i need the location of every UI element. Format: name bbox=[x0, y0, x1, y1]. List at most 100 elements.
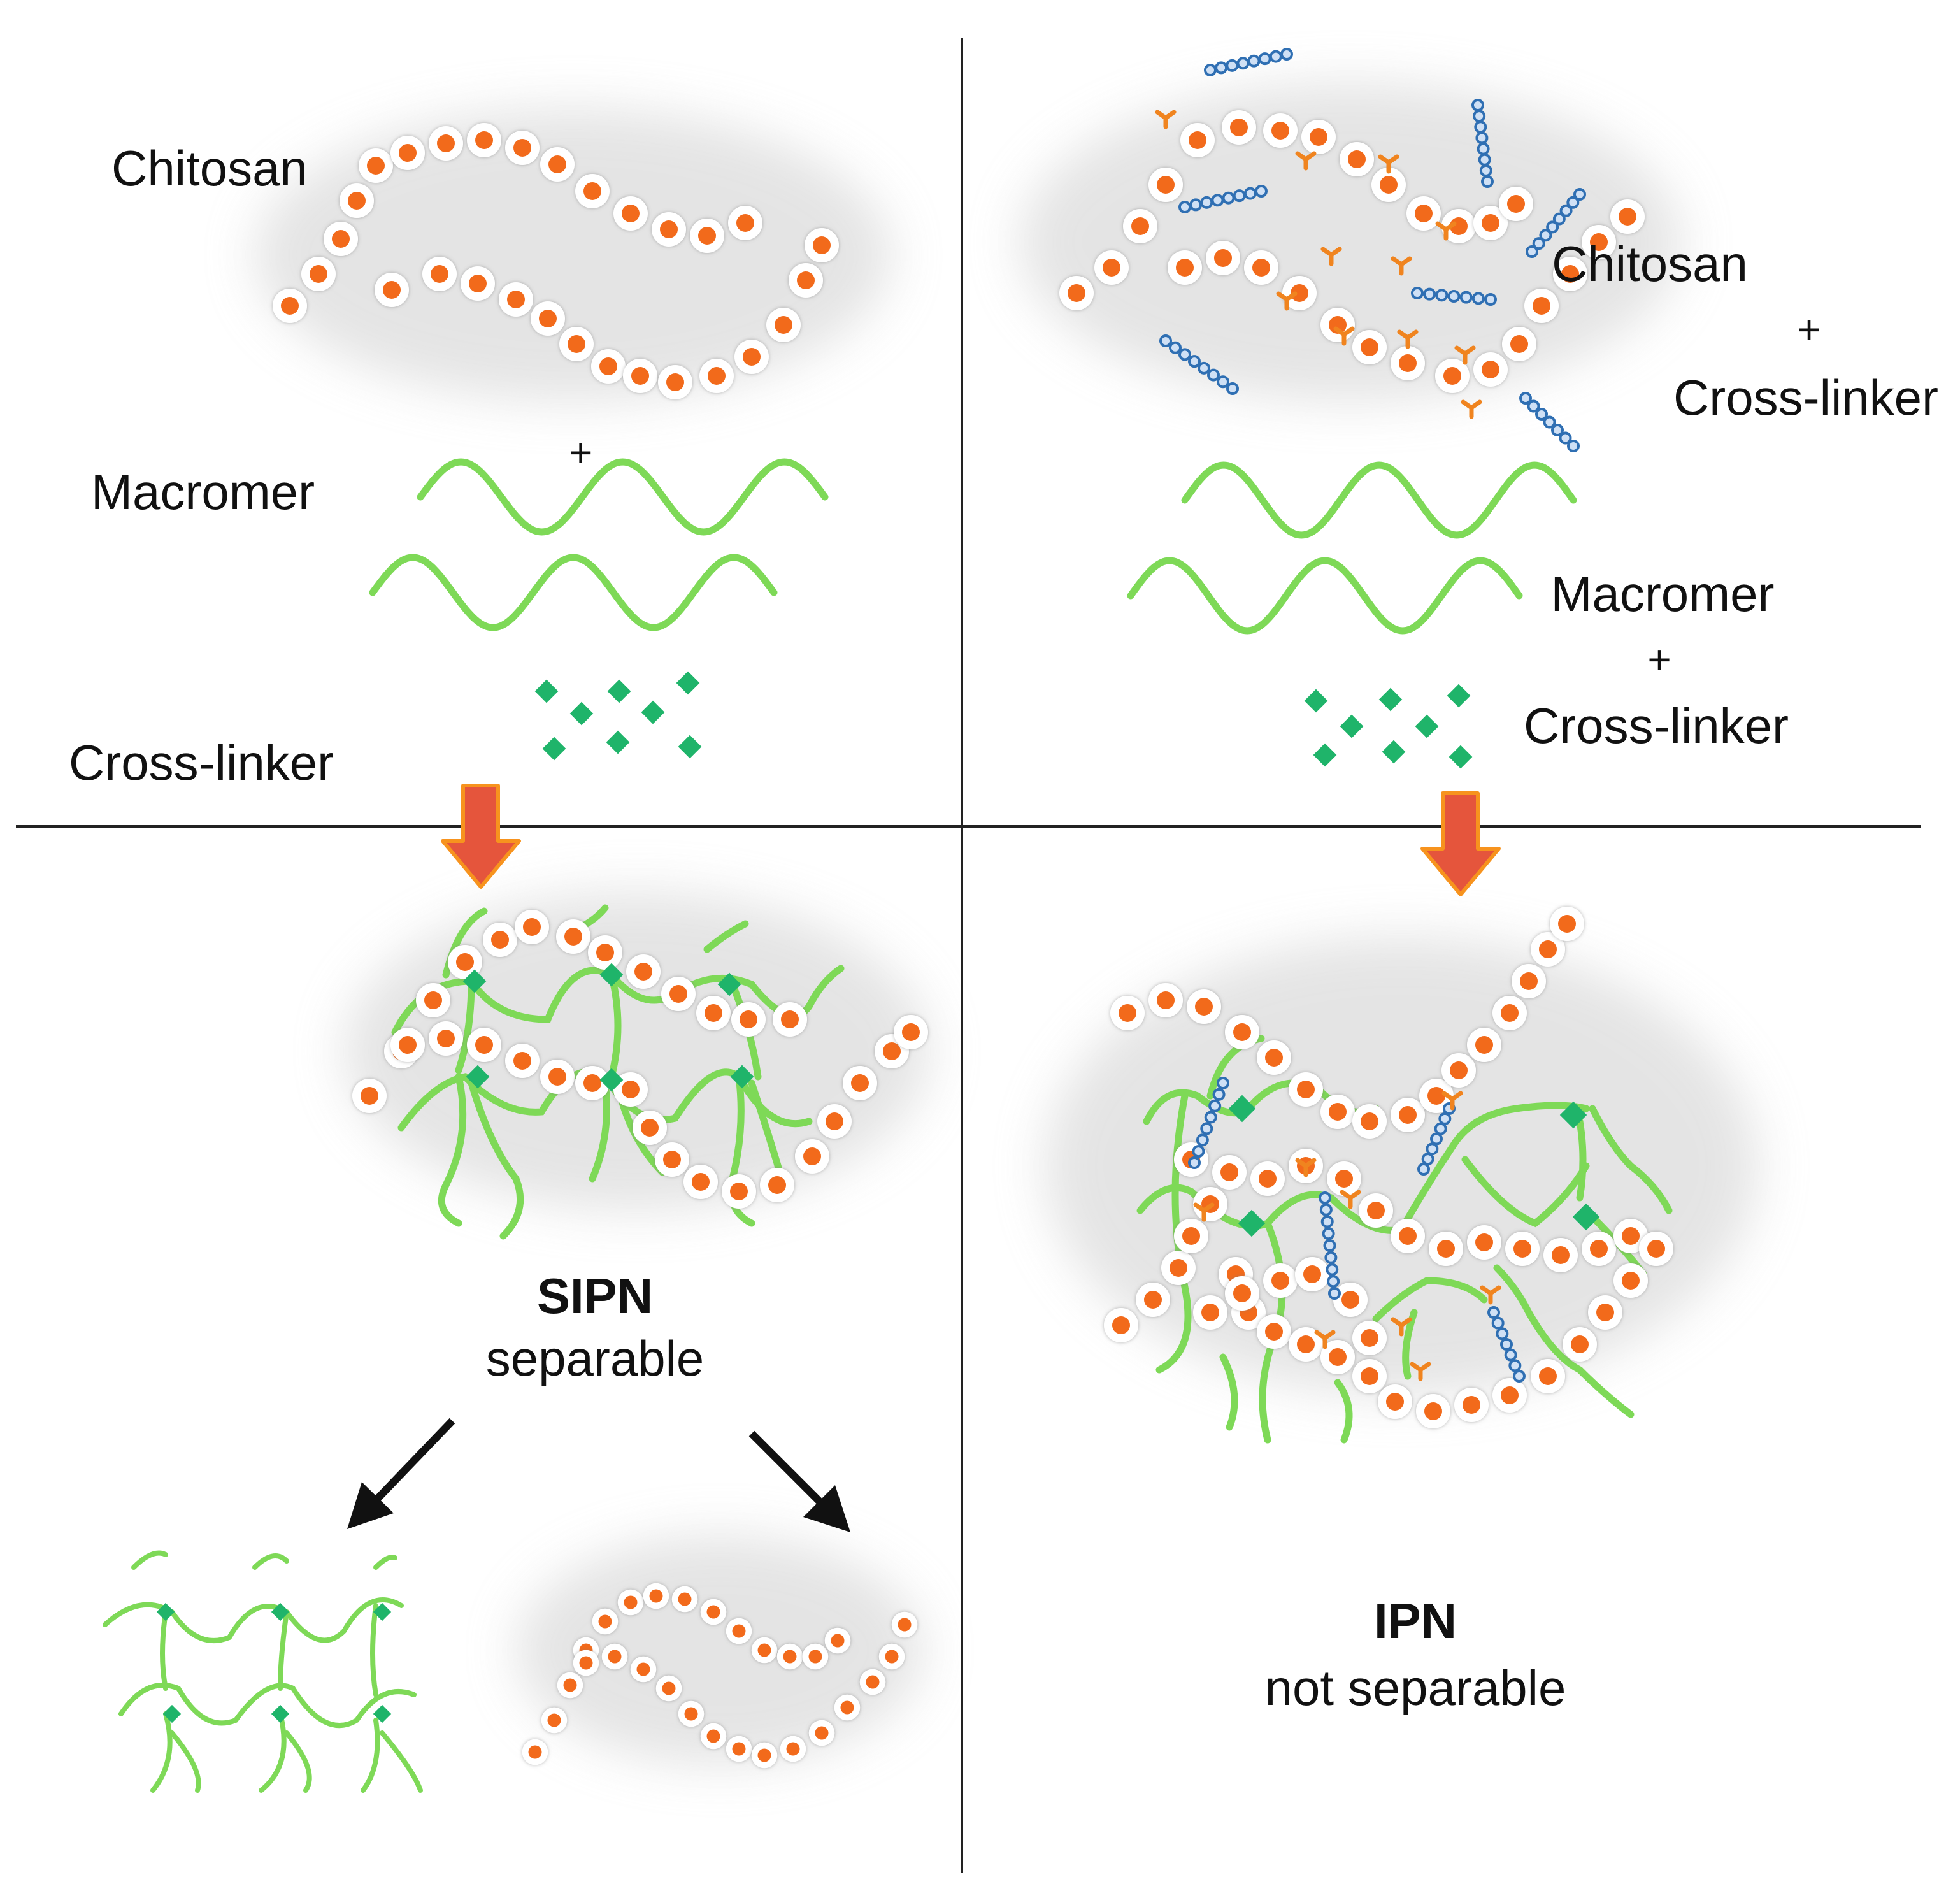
chitosan-bead-core bbox=[660, 220, 678, 238]
macromer-strand bbox=[438, 1073, 467, 1227]
sipn-title: SIPN bbox=[536, 1268, 654, 1324]
chitosan-bead-core bbox=[1214, 249, 1232, 267]
chitosan-bead-core bbox=[431, 265, 448, 283]
chitosan-bead-core bbox=[598, 1614, 612, 1629]
macromer-chain bbox=[369, 554, 778, 631]
macromer-strand bbox=[150, 1711, 173, 1793]
macromer-strand bbox=[370, 1603, 378, 1697]
crosslinker-diamond bbox=[599, 963, 624, 987]
chitosan-bead-core bbox=[596, 944, 614, 961]
chitosan-bead-core bbox=[669, 985, 687, 1003]
chitosan-crosslinker-rod bbox=[1319, 1191, 1341, 1300]
ipn-subtitle: not separable bbox=[1264, 1660, 1566, 1716]
macromer-strand bbox=[1334, 1379, 1353, 1444]
chitosan-bead-core bbox=[513, 1052, 531, 1070]
chitosan-bead-core bbox=[786, 1742, 800, 1756]
chitosan-bead-core bbox=[1367, 1202, 1385, 1219]
chitosan-bead-core bbox=[1380, 176, 1398, 194]
chitosan-bead-core bbox=[583, 182, 601, 200]
chitosan-bead-core bbox=[475, 131, 493, 149]
chitosan-bead-core bbox=[1437, 1240, 1455, 1258]
macromer-strand bbox=[160, 1609, 168, 1691]
chitosan-bead-core bbox=[1558, 915, 1576, 933]
chitosan-bead-core bbox=[1590, 1240, 1608, 1258]
macromer-strand bbox=[1493, 1264, 1635, 1418]
chitosan-crosslinker bbox=[1320, 247, 1342, 266]
macromer-strand bbox=[373, 1555, 397, 1570]
chitosan-bead-core bbox=[706, 1729, 720, 1743]
chitosan-bead-core bbox=[1596, 1304, 1614, 1321]
plus-sign-right-1: + bbox=[1797, 306, 1821, 352]
crosslinker-diamond bbox=[1238, 1209, 1266, 1237]
crosslinker-diamond bbox=[717, 972, 741, 996]
crosslinker-diamond bbox=[1228, 1095, 1256, 1123]
chitosan-bead-core bbox=[1501, 1386, 1519, 1404]
chitosan-bead-core bbox=[730, 1183, 748, 1200]
chitosan-bead-core bbox=[1443, 367, 1461, 385]
chitosan-bead-core bbox=[281, 297, 299, 315]
chitosan-bead-core bbox=[1482, 214, 1499, 232]
chitosan-bead-core bbox=[1539, 1367, 1557, 1385]
chitosan-crosslinker bbox=[1295, 151, 1317, 171]
chitosan-bead-core bbox=[1399, 354, 1417, 372]
chitosan-bead-core bbox=[1310, 128, 1327, 146]
macromer-strand bbox=[278, 1609, 289, 1691]
chitosan-bead-core bbox=[1622, 1272, 1640, 1290]
crosslinker-diamond bbox=[466, 1065, 490, 1089]
reaction-arrow-right bbox=[1420, 791, 1501, 896]
macromer-strand bbox=[118, 1683, 417, 1729]
chitosan-bead-core bbox=[1552, 1246, 1570, 1264]
chitosan-bead-core bbox=[583, 1074, 601, 1092]
chitosan-bead-core bbox=[831, 1634, 845, 1648]
chitosan-bead-core bbox=[634, 963, 652, 981]
chitosan-crosslinker-rod bbox=[1178, 185, 1268, 213]
chitosan-bead-core bbox=[475, 1036, 493, 1054]
crosslinker-label: Cross-linker bbox=[69, 735, 334, 791]
macromer-strand bbox=[380, 1730, 423, 1793]
chitosan-bead-core bbox=[437, 134, 455, 152]
chitosan-bead-core bbox=[732, 1742, 746, 1756]
chitosan-crosslinker-rod bbox=[1487, 1306, 1526, 1383]
chitosan-crosslinker bbox=[1333, 326, 1355, 346]
chitosan-bead-core bbox=[1533, 297, 1550, 315]
chitosan-bead-core bbox=[437, 1030, 455, 1047]
chitosan-crosslinker bbox=[1155, 110, 1177, 129]
chitosan-bead-core bbox=[563, 1678, 577, 1692]
chitosan-bead-core bbox=[1271, 122, 1289, 140]
crosslinker-label-right-2: Cross-linker bbox=[1523, 698, 1789, 754]
chitosan-bead-core bbox=[622, 1081, 640, 1098]
crosslinker-diamond bbox=[599, 1068, 624, 1092]
crosslinker-diamond bbox=[271, 1704, 290, 1723]
crosslinker-diamond bbox=[1449, 745, 1473, 769]
chitosan-bead-core bbox=[666, 373, 684, 391]
chitosan-bead-core bbox=[1399, 1227, 1417, 1245]
chitosan-crosslinker-rod bbox=[1159, 334, 1239, 395]
macromer-strand bbox=[169, 1730, 201, 1793]
chitosan-bead-core bbox=[491, 931, 509, 949]
macromer-strand bbox=[252, 1553, 289, 1570]
chitosan-bead-core bbox=[1399, 1106, 1417, 1124]
crosslinker-diamond bbox=[373, 1602, 392, 1621]
macromer-strand bbox=[727, 1073, 755, 1227]
ipn-title: IPN bbox=[1373, 1593, 1457, 1649]
chitosan-crosslinker-rod bbox=[1188, 1077, 1229, 1169]
chitosan-bead-core bbox=[361, 1087, 378, 1105]
chitosan-bead-core bbox=[399, 144, 417, 162]
chitosan-bead-core bbox=[1361, 1329, 1378, 1347]
chitosan-bead-core bbox=[684, 1707, 698, 1721]
chitosan-bead-core bbox=[1189, 131, 1206, 149]
chitosan-bead-core bbox=[1291, 284, 1308, 302]
chitosan-crosslinker bbox=[1397, 329, 1419, 349]
crosslinker-diamond bbox=[156, 1602, 175, 1621]
chitosan-bead-core bbox=[548, 1068, 566, 1086]
chitosan-bead-core bbox=[424, 991, 442, 1009]
chitosan-bead-core bbox=[898, 1618, 912, 1632]
chitosan-bead-core bbox=[1361, 338, 1378, 356]
chitosan-bead-core bbox=[383, 281, 401, 299]
chitosan-bead-core bbox=[1252, 259, 1270, 277]
chitosan-bead-core bbox=[698, 227, 716, 245]
chitosan-bead-core bbox=[736, 214, 754, 232]
macromer-chain bbox=[417, 458, 829, 536]
macromer-strand bbox=[703, 920, 749, 953]
chitosan-crosslinker-rod bbox=[1471, 99, 1494, 188]
